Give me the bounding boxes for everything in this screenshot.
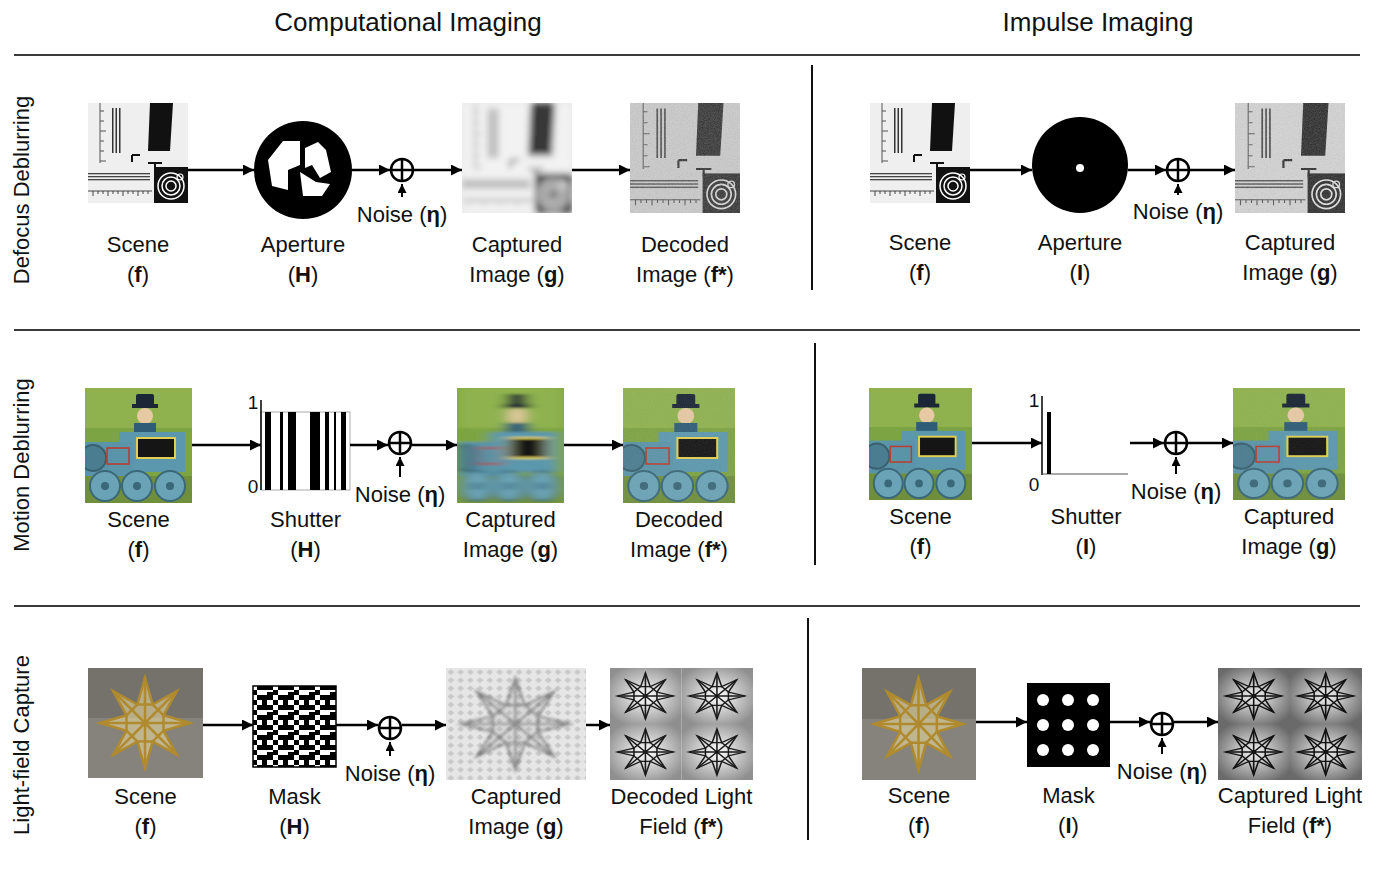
scene-image: Scene (f) bbox=[869, 388, 972, 500]
flow-arrow bbox=[352, 169, 390, 172]
caption: Decoded Light Field (f*) bbox=[611, 782, 753, 842]
noise-label: Noise (η) bbox=[1131, 477, 1221, 507]
noise-sum: Noise (η) bbox=[390, 158, 414, 182]
column-title: Impulse Imaging bbox=[1003, 9, 1194, 35]
flow-arrow bbox=[564, 444, 623, 447]
mask-pattern: Mask (I) bbox=[1027, 683, 1110, 767]
noise-sum: Noise (η) bbox=[1164, 431, 1188, 455]
flow-arrow bbox=[188, 169, 254, 172]
flow-arrow bbox=[350, 444, 388, 447]
row-title: Defocus Deblurring bbox=[11, 96, 33, 284]
caption: Mask (H) bbox=[268, 782, 321, 842]
axis-tick: 0 bbox=[1029, 475, 1040, 494]
scene-image: Scene (f) bbox=[88, 103, 188, 203]
captured-image: Captured Light Field (f*) bbox=[1218, 668, 1362, 780]
caption: Captured Light Field (f*) bbox=[1218, 781, 1362, 841]
caption: Shutter (I) bbox=[1051, 502, 1122, 562]
flow-arrow bbox=[1110, 721, 1150, 724]
shutter-plot: Shutter (H) bbox=[261, 400, 350, 490]
captured-image: Captured Image (g) bbox=[446, 668, 586, 780]
caption: Scene (f) bbox=[107, 230, 169, 290]
flow-arrow bbox=[402, 724, 446, 727]
flow-arrow bbox=[1190, 169, 1235, 172]
caption: Decoded Image (f*) bbox=[630, 505, 728, 565]
flow-arrow bbox=[976, 721, 1027, 724]
captured-image: Captured Image (g) bbox=[457, 388, 564, 503]
captured-image: Captured Image (g) bbox=[462, 103, 572, 213]
decoded-image: Decoded Image (f*) bbox=[623, 388, 735, 503]
flow-arrow bbox=[972, 442, 1042, 445]
decoded-image: Decoded Image (f*) bbox=[630, 103, 740, 213]
noise-sum: Noise (η) bbox=[388, 431, 412, 455]
scene-image: Scene (f) bbox=[862, 668, 976, 780]
caption: Scene (f) bbox=[888, 781, 950, 841]
caption: Mask (I) bbox=[1042, 781, 1095, 841]
noise-label: Noise (η) bbox=[355, 480, 445, 510]
caption: Scene (f) bbox=[889, 502, 951, 562]
caption: Scene (f) bbox=[107, 505, 169, 565]
noise-sum: Noise (η) bbox=[1150, 712, 1174, 736]
axis-tick: 1 bbox=[1029, 391, 1040, 410]
noise-label: Noise (η) bbox=[1117, 757, 1207, 787]
noise-sum: Noise (η) bbox=[378, 716, 402, 740]
flow-arrow bbox=[192, 444, 261, 447]
caption: Captured Image (g) bbox=[463, 505, 558, 565]
captured-image: Captured Image (g) bbox=[1235, 103, 1345, 213]
flow-arrow bbox=[414, 169, 462, 172]
caption: Captured Image (g) bbox=[1241, 502, 1336, 562]
caption: Captured Image (g) bbox=[468, 782, 563, 842]
row-title: Light-field Capture bbox=[11, 655, 33, 835]
caption: Aperture (I) bbox=[1038, 228, 1122, 288]
caption: Decoded Image (f*) bbox=[636, 230, 734, 290]
flow-arrow bbox=[336, 724, 378, 727]
aperture-mask: Aperture (H) bbox=[254, 121, 352, 219]
flow-arrow bbox=[1174, 721, 1218, 724]
scene-image: Scene (f) bbox=[85, 388, 192, 503]
caption: Captured Image (g) bbox=[1242, 228, 1337, 288]
noise-label: Noise (η) bbox=[345, 759, 435, 789]
column-title: Computational Imaging bbox=[274, 9, 541, 35]
mask-pattern: Mask (H) bbox=[253, 686, 336, 767]
flow-arrow bbox=[1188, 442, 1233, 445]
flow-arrow bbox=[970, 169, 1032, 172]
caption: Shutter (H) bbox=[270, 505, 341, 565]
axis-tick: 0 bbox=[248, 477, 259, 496]
row-title: Motion Deblurring bbox=[11, 378, 33, 552]
caption: Scene (f) bbox=[889, 228, 951, 288]
scene-image: Scene (f) bbox=[88, 668, 203, 778]
scene-image: Scene (f) bbox=[870, 103, 970, 203]
captured-image: Captured Image (g) bbox=[1233, 388, 1345, 500]
flow-arrow bbox=[586, 724, 610, 727]
flow-arrow bbox=[1128, 169, 1166, 172]
caption: Scene (f) bbox=[114, 782, 176, 842]
noise-label: Noise (η) bbox=[1133, 197, 1223, 227]
caption: Captured Image (g) bbox=[469, 230, 564, 290]
flow-arrow bbox=[572, 169, 630, 172]
noise-sum: Noise (η) bbox=[1166, 158, 1190, 182]
caption: Aperture (H) bbox=[261, 230, 345, 290]
flow-arrow bbox=[203, 724, 253, 727]
flow-arrow bbox=[412, 444, 457, 447]
flow-arrow bbox=[1130, 442, 1164, 445]
aperture-mask: Aperture (I) bbox=[1032, 117, 1128, 213]
shutter-plot: Shutter (I) bbox=[1042, 395, 1130, 475]
axis-tick: 1 bbox=[248, 393, 259, 412]
noise-label: Noise (η) bbox=[357, 200, 447, 230]
decoded-image: Decoded Light Field (f*) bbox=[610, 668, 753, 780]
